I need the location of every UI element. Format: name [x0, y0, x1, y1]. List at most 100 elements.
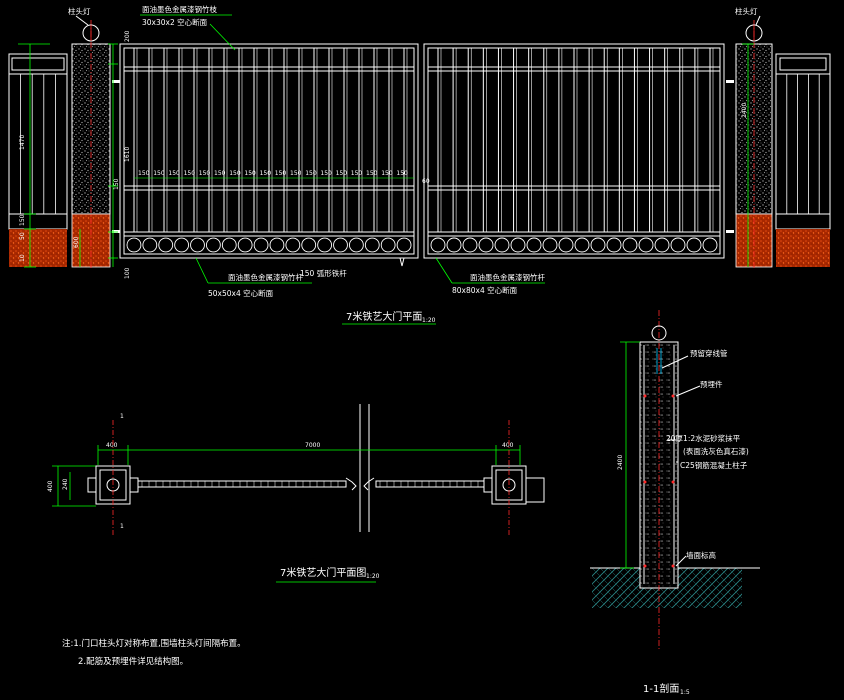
right-leaf-ring — [526, 237, 542, 253]
left-leaf-ring — [301, 237, 317, 253]
plan-title-text: 7米铁艺大门平面图 — [280, 566, 366, 579]
callout-bottom-left: 面油墨色金属漆钢竹杆 50x50x4 空心断面 150 弧形铁杆 — [195, 257, 347, 298]
callout-bottom-left-line1: 面油墨色金属漆钢竹杆 — [228, 272, 303, 282]
bar-spacing-dim: 150 — [351, 170, 363, 177]
section-1-1: 2400 预留穿线管 预埋件 20厚1:2水泥砂浆抹平 (表面洗灰色真石漆) C… — [590, 310, 760, 696]
plan-right-pillar — [483, 420, 545, 535]
elevation-title-text: 7米铁艺大门平面 — [346, 310, 422, 323]
section-label-3: (表面洗灰色真石漆) — [683, 446, 749, 456]
plan-dim-height-outer: 400 — [47, 480, 54, 492]
left-leaf-ring — [348, 237, 364, 253]
bar-spacing-dim: 150 — [168, 170, 180, 177]
plan-dim-left: 400 — [106, 442, 118, 449]
left-leaf-ring — [174, 237, 190, 253]
right-fence-segment — [775, 53, 831, 267]
gate-plan: 400 7000 400 400 240 — [47, 404, 545, 583]
plan-title-scale: 1:20 — [366, 573, 380, 580]
plan-gate-leaves — [137, 477, 485, 491]
plan-left-pillar — [87, 420, 139, 535]
right-leaf-ring — [686, 237, 702, 253]
dim-base-600: 600 — [73, 236, 80, 248]
right-leaf-ring — [430, 237, 446, 253]
hinge-top-left — [112, 80, 120, 83]
dim-gate-100: 100 — [124, 267, 131, 279]
bar-spacing-dim: 150 — [184, 170, 196, 177]
left-leaf-ring — [142, 237, 158, 253]
left-leaf-ring — [333, 237, 348, 253]
callout-bottom-right: 面油墨色金属漆钢竹杆 80x80x4 空心断面 — [399, 257, 545, 295]
left-leaf-ring — [253, 237, 269, 253]
hinge-bottom-left — [112, 230, 120, 233]
section-label-0: 预留穿线管 — [690, 348, 728, 358]
right-fence-brick-base — [776, 229, 830, 267]
left-leaf-ring — [396, 237, 412, 253]
section-label-2: 20厚1:2水泥砂浆抹平 — [666, 433, 741, 443]
dim-right-2400: 2400 — [741, 103, 748, 118]
bar-spacing-dim: 150 — [260, 170, 272, 177]
left-leaf-ring — [285, 237, 301, 253]
callout-bottom-right-line1: 面油墨色金属漆钢竹杆 — [470, 272, 545, 282]
callout-arc-bar: 150 弧形铁杆 — [300, 268, 347, 278]
gate-elevation: 柱头灯 柱头灯 — [8, 4, 831, 325]
dim-gate-1610: 1610 — [124, 147, 131, 162]
left-lamp-label: 柱头灯 — [68, 6, 91, 16]
dim-column-50: 50 — [19, 232, 26, 240]
right-leaf-ring — [590, 237, 606, 253]
bar-spacing-dim: 150 — [290, 170, 302, 177]
section-marker-bottom: 1 — [120, 523, 124, 530]
left-leaf-ring — [269, 237, 285, 253]
dim-column-10: 10 — [19, 254, 26, 262]
right-leaf-ring — [654, 237, 670, 253]
note-2: 2.配筋及预埋件详见结构图。 — [78, 656, 188, 667]
left-leaf-ring — [205, 237, 221, 253]
section-label-1: 预埋件 — [700, 379, 723, 389]
bar-spacing-dim: 150 — [275, 170, 287, 177]
plan-dim-middle: 7000 — [305, 442, 320, 449]
bar-spacing-dim: 150 — [244, 170, 256, 177]
right-leaf-rings — [430, 237, 718, 253]
right-leaf-ring — [542, 237, 558, 253]
bar-end-dim: 60 — [422, 178, 430, 185]
right-leaf-ring — [478, 237, 494, 253]
left-gate-leaf — [119, 43, 419, 259]
bar-spacing-dim: 150 — [305, 170, 317, 177]
plan-dim-right: 400 — [502, 442, 514, 449]
left-fence-bars — [20, 74, 56, 214]
bar-spacing-dim: 150 — [336, 170, 348, 177]
right-fence-bars — [786, 74, 820, 214]
elevation-title: 7米铁艺大门平面 1:20 — [342, 310, 436, 325]
right-leaf-ring — [574, 237, 590, 253]
section-marker-top: 1 — [120, 413, 124, 420]
dim-gate-200: 200 — [124, 30, 131, 42]
right-leaf-ring — [702, 237, 718, 253]
section-rebar-marks — [643, 394, 675, 568]
note-1: 注:1.门口柱头灯对称布置,围墙柱头灯间隔布置。 — [62, 638, 246, 649]
section-title-scale: 1:5 — [680, 689, 690, 696]
bar-spacing-dim: 150 — [396, 170, 408, 177]
right-leaf-bars — [437, 48, 714, 232]
hinge-bottom-right — [726, 230, 734, 233]
callout-bottom-right-line2: 80x80x4 空心断面 — [452, 285, 518, 295]
left-leaf-rings — [126, 237, 412, 253]
right-leaf-ring — [510, 237, 526, 253]
section-dim-height: 2400 — [617, 455, 624, 470]
right-leaf-ring — [462, 237, 478, 253]
left-fence-segment — [8, 53, 68, 267]
left-leaf-ring — [237, 237, 253, 253]
bar-spacing-dim: 150 — [153, 170, 165, 177]
elevation-dims-left: 1470 150 50 10 600 200 1610 150 100 — [18, 30, 131, 279]
dim-gate-150: 150 — [113, 178, 120, 190]
elevation-dims-right: 2400 — [741, 43, 754, 267]
left-leaf-ring — [221, 237, 237, 253]
callout-bottom-left-line2: 50x50x4 空心断面 — [208, 288, 274, 298]
dim-column-1470: 1470 — [19, 135, 26, 150]
right-leaf-ring — [446, 237, 462, 253]
right-leaf-ring — [622, 237, 638, 253]
section-title-text: 1-1剖面 — [643, 682, 679, 695]
left-pillar: 柱头灯 — [68, 6, 111, 270]
section-label-4: C25钢筋混凝土柱子 — [680, 460, 748, 470]
left-leaf-ring — [158, 237, 174, 253]
bar-spacing-dim: 150 — [381, 170, 393, 177]
callout-top-line2: 30x30x2 空心断面 — [142, 17, 208, 27]
